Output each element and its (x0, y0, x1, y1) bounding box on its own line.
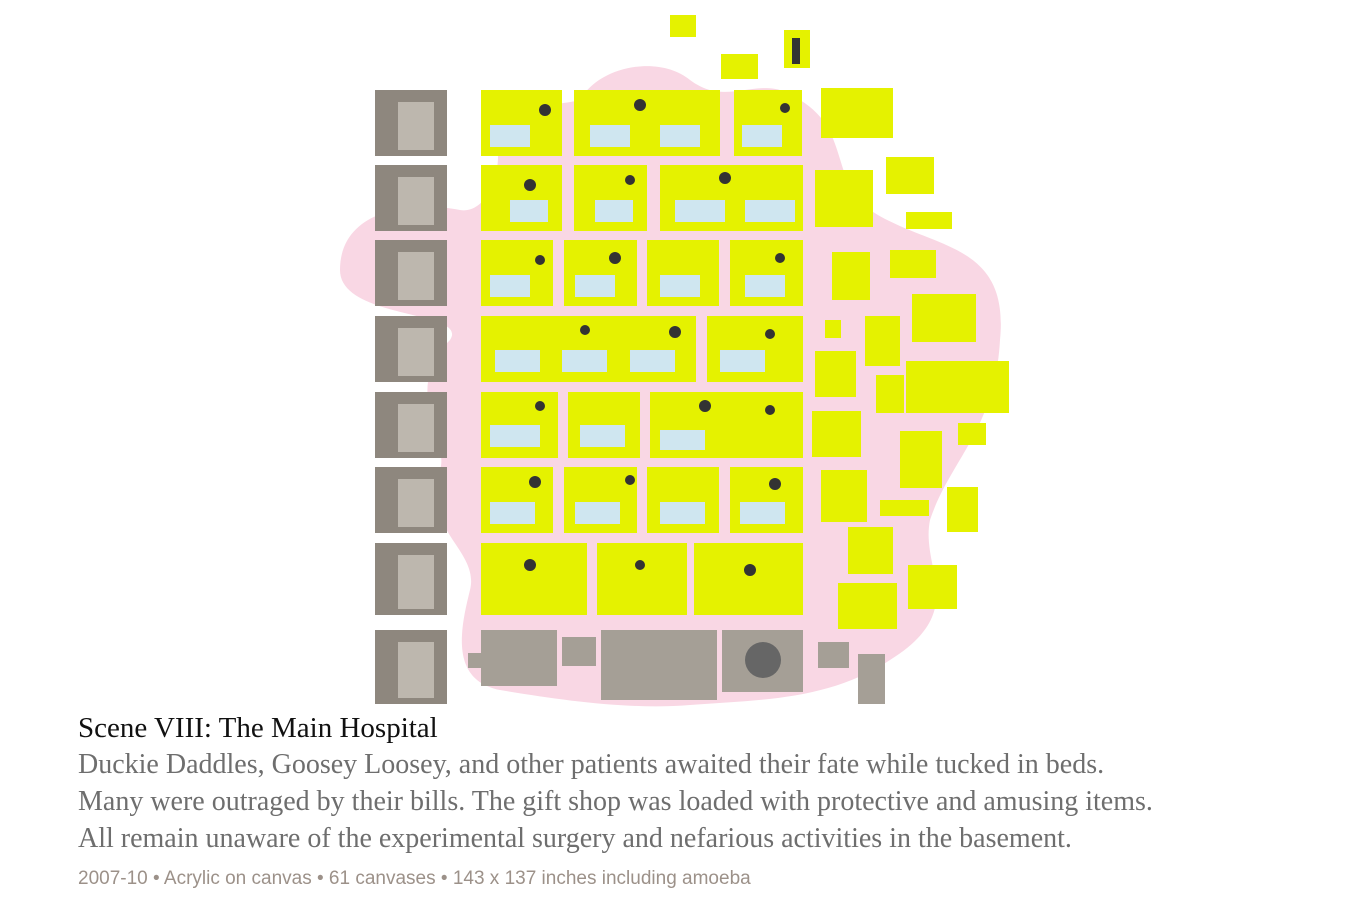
artwork-meta: 2007-10 • Acrylic on canvas • 61 canvase… (78, 868, 751, 889)
scattered-canvases (670, 15, 1009, 629)
caption: Scene VIII: The Main Hospital Duckie Dad… (78, 710, 1318, 891)
bed-details (490, 125, 795, 524)
scene-description-line-3: All remain unaware of the experimental s… (78, 823, 1072, 854)
scene-title: Scene VIII: The Main Hospital (78, 712, 438, 744)
scene-description-line-1: Duckie Daddles, Goosey Loosey, and other… (78, 749, 1105, 780)
scene-description-line-2: Many were outraged by their bills. The g… (78, 786, 1153, 817)
hospital-artwork (340, 15, 1009, 707)
figure-details (524, 38, 800, 678)
elevator-column (375, 90, 447, 704)
